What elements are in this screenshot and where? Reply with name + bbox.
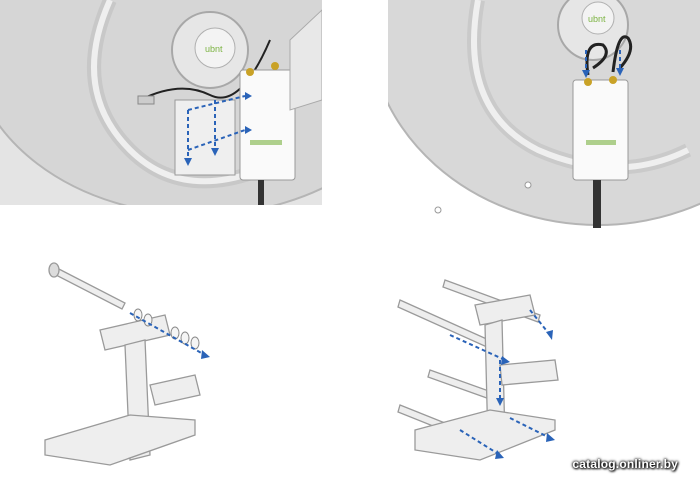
mounting-bracket — [174, 99, 236, 176]
illustration-bracket-bolts — [30, 255, 280, 475]
bracket-base-clamp — [44, 414, 196, 466]
bracket-arm — [149, 374, 201, 406]
bracket-bolts-drawing — [44, 262, 210, 466]
connector-left — [584, 78, 592, 86]
assembly-arrows — [585, 50, 621, 72]
connector-right — [609, 76, 617, 84]
connector-left — [246, 68, 254, 76]
rf-cable-2 — [611, 35, 633, 73]
dish-mount-drawing: ubnt — [0, 0, 322, 205]
dish-cables-drawing: ubnt — [388, 0, 700, 228]
watermark-text: catalog.onliner.by — [572, 457, 678, 471]
rf-cable-1 — [585, 42, 608, 76]
illustration-bracket-pole-mount — [390, 270, 570, 475]
radio-unit — [572, 79, 629, 181]
washers-nuts — [133, 308, 200, 350]
bracket-pole-drawing — [397, 279, 559, 461]
connector-right — [271, 62, 279, 70]
brand-logo-text: ubnt — [205, 44, 223, 54]
assembly-arrows — [449, 309, 551, 456]
status-leds — [250, 140, 282, 145]
radio-unit — [239, 69, 296, 181]
brand-logo-text: ubnt — [588, 14, 606, 24]
bracket-arm — [499, 359, 559, 386]
status-leds — [586, 140, 616, 145]
bracket-base-clamp — [414, 409, 556, 461]
bolt-rod — [51, 266, 126, 310]
illustration-dish-mount: ubnt — [0, 0, 322, 205]
illustration-dish-cables: ubnt — [388, 0, 700, 228]
assembly-arrows — [187, 95, 246, 160]
assembly-arrow — [129, 312, 206, 356]
